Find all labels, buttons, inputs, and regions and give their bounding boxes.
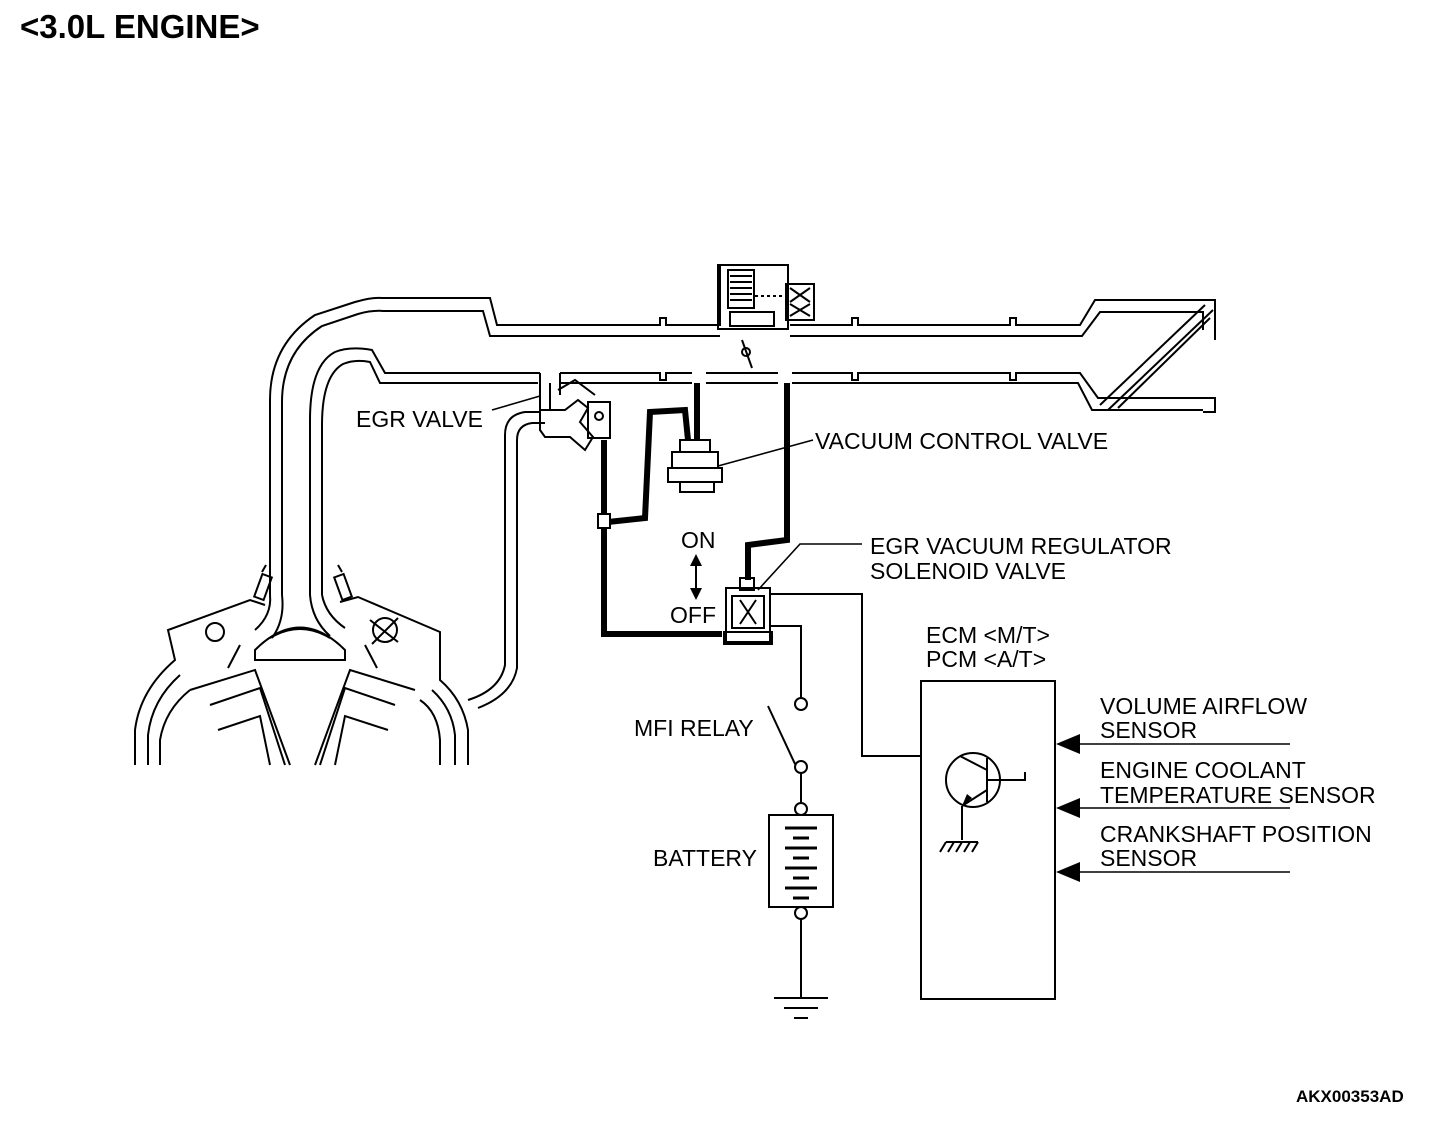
leader-lines [491, 395, 862, 591]
label-crankshaft-sensor: SENSOR [1100, 845, 1197, 871]
label-mfi-relay: MFI RELAY [634, 715, 754, 741]
label-ecm: ECM <M/T> [926, 622, 1050, 648]
page-title: <3.0L ENGINE> [20, 8, 260, 45]
egr-pipe [467, 411, 545, 709]
label-volume-airflow-sensor: SENSOR [1100, 717, 1197, 743]
label-off: OFF [670, 602, 716, 628]
mfi-relay-switch[interactable] [767, 697, 808, 774]
electrical-wiring [770, 593, 958, 1019]
label-on: ON [681, 527, 716, 553]
label-egr-vacuum-regulator: EGR VACUUM REGULATOR [870, 533, 1172, 559]
egr-valve [539, 378, 611, 452]
ecm-pcm-box [920, 680, 1056, 1000]
hose-junction [597, 513, 611, 529]
label-crankshaft-position: CRANKSHAFT POSITION [1100, 821, 1372, 847]
vacuum-control-valve [667, 439, 723, 493]
throttle-body-actuator [717, 264, 815, 330]
on-off-arrow [690, 554, 702, 600]
engine-block [134, 564, 469, 766]
label-volume-airflow: VOLUME AIRFLOW [1100, 693, 1307, 719]
intake-manifold [269, 265, 1216, 595]
label-temperature-sensor: TEMPERATURE SENSOR [1100, 782, 1376, 808]
label-solenoid-valve: SOLENOID VALVE [870, 558, 1066, 584]
label-pcm: PCM <A/T> [926, 646, 1046, 672]
egr-vacuum-regulator-solenoid [723, 577, 773, 645]
label-engine-coolant: ENGINE COOLANT [1100, 757, 1306, 783]
label-egr-valve: EGR VALVE [356, 406, 483, 432]
battery-symbol [768, 802, 834, 920]
label-vacuum-control-valve: VACUUM CONTROL VALVE [815, 428, 1108, 454]
sensor-inputs [1056, 734, 1290, 882]
vacuum-hoses [601, 383, 790, 637]
label-battery: BATTERY [653, 845, 757, 871]
figure-code: AKX00353AD [1296, 1087, 1404, 1106]
